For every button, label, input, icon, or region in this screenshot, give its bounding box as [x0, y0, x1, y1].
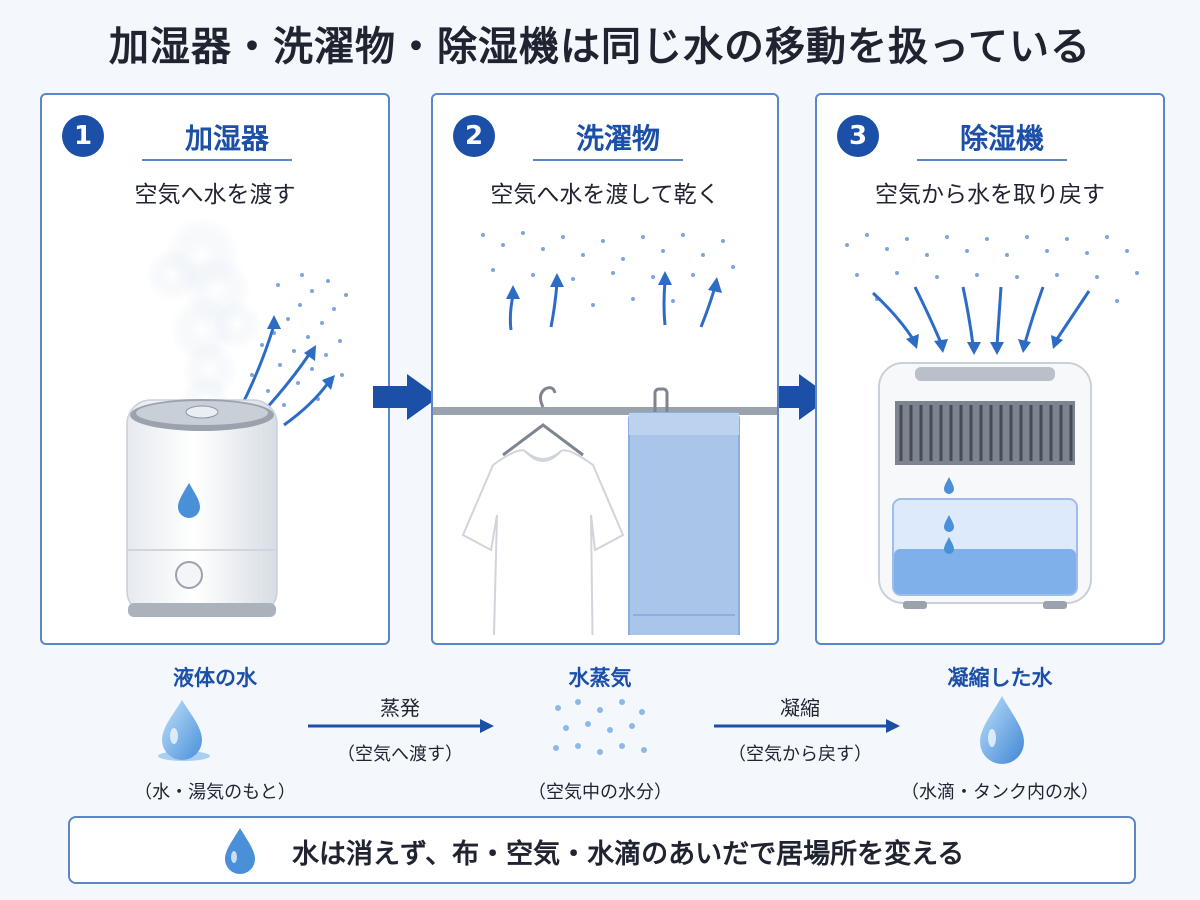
- water-drop-icon: [225, 828, 255, 874]
- process-sub-condensation: （空気から戻す）: [728, 744, 872, 765]
- vapor-arrows: [871, 286, 1091, 346]
- dehumidifier-unit: [878, 362, 1092, 609]
- title-underline: [533, 159, 683, 161]
- process-sub-evaporation: （空気へ渡す）: [337, 744, 463, 765]
- hanging-rod: [433, 407, 777, 415]
- panel-title: 除湿機: [959, 122, 1044, 155]
- panel-subtitle: 空気へ水を渡して乾く: [490, 182, 720, 208]
- vapor-dots: [845, 233, 1139, 303]
- dehumidifier-illustration: [845, 233, 1139, 609]
- flow-arrow-icon: [373, 374, 439, 420]
- water-drop-icon: [158, 700, 210, 761]
- vapor-arrows: [508, 280, 717, 331]
- step-number-badge: 3: [837, 115, 879, 157]
- panel-subtitle: 空気から水を取り戻す: [875, 182, 1105, 208]
- water-drop-icon: [980, 696, 1024, 764]
- state-sub-vapor: （空気中の水分）: [528, 782, 672, 803]
- process-label-evaporation: 蒸発: [380, 696, 420, 720]
- laundry-panel: 2 洗濯物 空気へ水を渡して乾く: [431, 93, 779, 645]
- panel-subtitle: 空気へ水を渡す: [134, 182, 296, 208]
- steam-plume: [146, 217, 261, 424]
- step-number-badge: 2: [453, 115, 495, 157]
- tshirt-illustration: [461, 386, 625, 635]
- state-sub-liquid: （水・湯気のもと）: [134, 782, 296, 803]
- panel-title: 洗濯物: [575, 122, 660, 155]
- towel-illustration: [628, 387, 740, 635]
- title-underline: [917, 159, 1067, 161]
- panel-title: 加湿器: [184, 122, 269, 155]
- vapor-dots-icon: [553, 699, 647, 755]
- state-label-liquid: 液体の水: [173, 666, 257, 690]
- state-label-vapor: 水蒸気: [568, 666, 632, 690]
- process-arrow-icon: [308, 719, 494, 733]
- vapor-dots: [250, 273, 348, 417]
- humidifier-illustration: [126, 217, 348, 617]
- title-underline: [142, 159, 292, 161]
- humidifier-unit: [126, 399, 278, 617]
- dehumidifier-panel: 3 除湿機 空気から水を取り戻す: [815, 93, 1165, 645]
- process-label-condensation: 凝縮: [780, 696, 820, 720]
- summary-banner: 水は消えず、布・空気・水滴のあいだで居場所を変える: [68, 816, 1136, 884]
- page-title: 加湿器・洗濯物・除湿機は同じ水の移動を扱っている: [109, 24, 1091, 70]
- state-sub-condensed: （水滴・タンク内の水）: [901, 782, 1099, 803]
- process-arrow-icon: [714, 719, 900, 733]
- step-number-badge: 1: [62, 115, 104, 157]
- laundry-illustration: [433, 231, 777, 635]
- state-label-condensed: 凝縮した水: [947, 666, 1053, 690]
- vapor-dots: [481, 231, 735, 307]
- vent-grille: [895, 401, 1075, 465]
- humidifier-panel: 1 加湿器 空気へ水を渡す: [40, 93, 390, 645]
- summary-text: 水は消えず、布・空気・水滴のあいだで居場所を変える: [292, 839, 965, 870]
